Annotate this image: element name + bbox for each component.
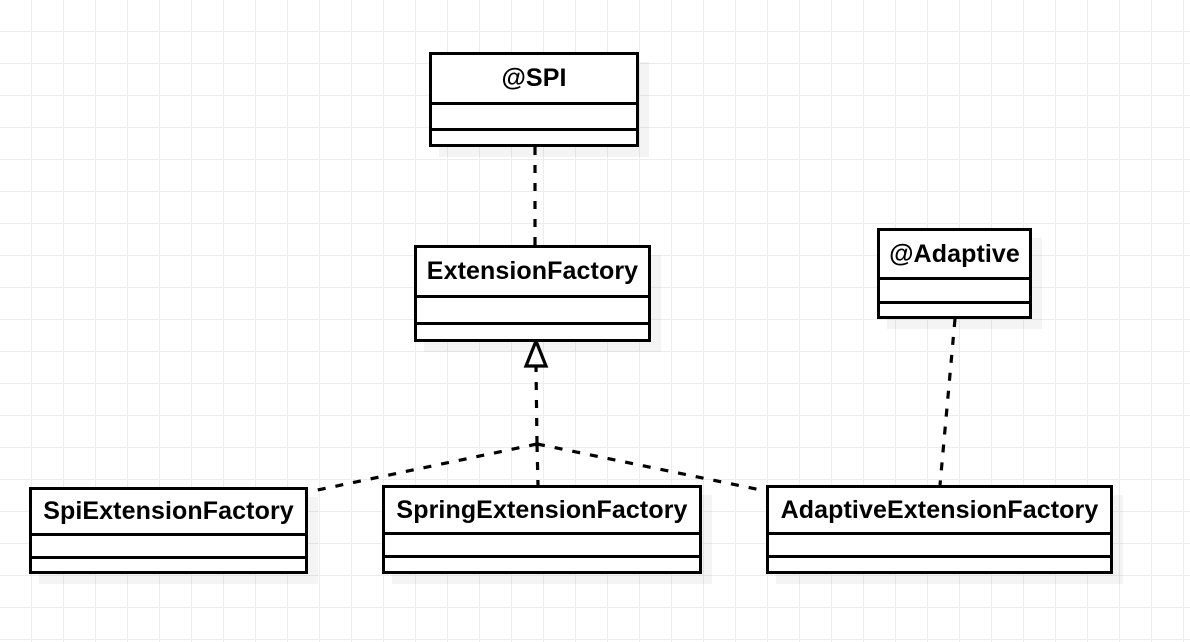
uml-class-title: @Adaptive xyxy=(889,239,1020,268)
uml-operations-compartment xyxy=(432,128,636,153)
uml-attributes-compartment xyxy=(880,277,1029,301)
uml-class-title: SpiExtensionFactory xyxy=(43,497,294,525)
uml-class-spring-extension-factory[interactable]: SpringExtensionFactory xyxy=(382,485,702,574)
uml-attributes-compartment xyxy=(417,295,648,322)
uml-attributes-compartment xyxy=(769,532,1110,555)
uml-class-adaptive-extension-factory[interactable]: AdaptiveExtensionFactory xyxy=(766,485,1113,574)
uml-attributes-compartment xyxy=(432,102,636,128)
uml-operations-compartment xyxy=(385,555,699,577)
edge-adaptivefactory-realizes xyxy=(536,442,767,493)
uml-class-title: ExtensionFactory xyxy=(426,257,639,285)
edge-adaptive-annotation xyxy=(938,318,957,486)
uml-class-title: AdaptiveExtensionFactory xyxy=(780,495,1099,524)
uml-class-spi-extension-factory[interactable]: SpiExtensionFactory xyxy=(29,487,308,574)
uml-class-spi[interactable]: @SPI xyxy=(429,52,639,147)
uml-class-adaptive[interactable]: @Adaptive xyxy=(877,228,1032,319)
uml-operations-compartment xyxy=(769,555,1110,577)
uml-class-extension-factory[interactable]: ExtensionFactory xyxy=(414,245,651,342)
uml-class-title: SpringExtensionFactory xyxy=(396,495,688,524)
uml-class-title: @SPI xyxy=(501,64,567,92)
uml-operations-compartment xyxy=(417,322,648,348)
uml-attributes-compartment xyxy=(385,532,699,555)
uml-attributes-compartment xyxy=(32,533,305,556)
uml-operations-compartment xyxy=(32,556,305,577)
edge-spring-realizes xyxy=(535,443,540,486)
edge-realization-trunk xyxy=(534,365,539,445)
uml-operations-compartment xyxy=(880,301,1029,325)
